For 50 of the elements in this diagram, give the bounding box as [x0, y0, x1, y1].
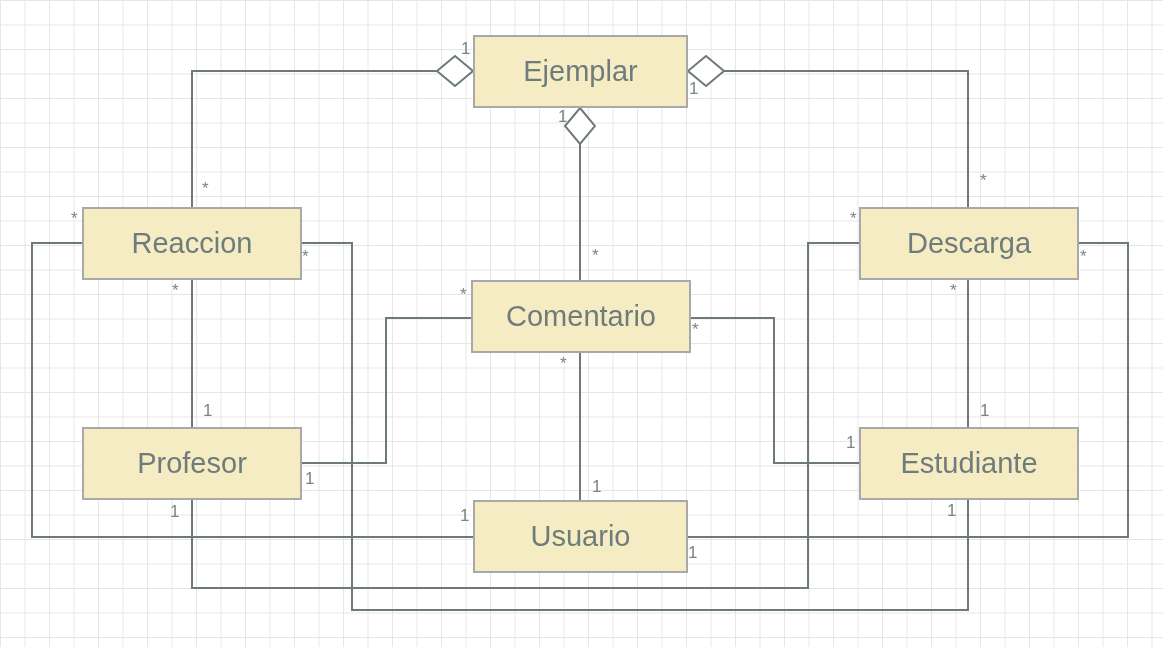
multiplicity-label: 1 [689, 80, 699, 97]
multiplicity-label: 1 [203, 402, 213, 419]
association-line [967, 279, 969, 428]
multiplicity-label: 1 [558, 108, 568, 125]
multiplicity-label: * [460, 286, 467, 303]
multiplicity-label: * [71, 210, 78, 227]
association-line [690, 317, 860, 464]
multiplicity-label: 1 [947, 502, 957, 519]
multiplicity-label: * [1080, 248, 1087, 265]
class-name: Estudiante [900, 447, 1038, 480]
multiplicity-label: * [202, 180, 209, 197]
class-box [82, 427, 302, 500]
association-line [687, 242, 1129, 538]
multiplicity-label: 1 [980, 402, 990, 419]
aggregation-connector [191, 55, 474, 208]
multiplicity-label: * [692, 321, 699, 338]
association-line [191, 279, 193, 428]
multiplicity-label: * [302, 248, 309, 265]
association-line [579, 352, 581, 501]
multiplicity-label: * [592, 247, 599, 264]
class-box [859, 427, 1079, 500]
multiplicity-label: 1 [688, 544, 698, 561]
association-line [301, 317, 472, 464]
aggregation-connector [687, 55, 969, 208]
class-name: Usuario [530, 520, 631, 553]
multiplicity-label: * [172, 282, 179, 299]
multiplicity-label: * [850, 210, 857, 227]
class-name: Reaccion [131, 227, 253, 260]
class-name: Comentario [506, 300, 656, 333]
association-line [191, 242, 860, 589]
multiplicity-label: * [560, 355, 567, 372]
multiplicity-label: 1 [170, 503, 180, 520]
aggregation-connector [564, 107, 596, 281]
association-line [31, 242, 474, 538]
association-line [301, 242, 969, 611]
multiplicity-label: 1 [305, 470, 315, 487]
multiplicity-label: * [980, 172, 987, 189]
multiplicity-label: 1 [846, 434, 856, 451]
class-box [859, 207, 1079, 280]
multiplicity-label: * [950, 282, 957, 299]
class-box [473, 500, 688, 573]
class-box [471, 280, 691, 353]
class-box [82, 207, 302, 280]
class-name: Profesor [137, 447, 247, 480]
class-box [473, 35, 688, 108]
class-name: Ejemplar [523, 55, 638, 88]
class-name: Descarga [906, 227, 1032, 260]
multiplicity-label: 1 [592, 478, 602, 495]
multiplicity-label: 1 [461, 40, 471, 57]
multiplicity-label: 1 [460, 507, 470, 524]
